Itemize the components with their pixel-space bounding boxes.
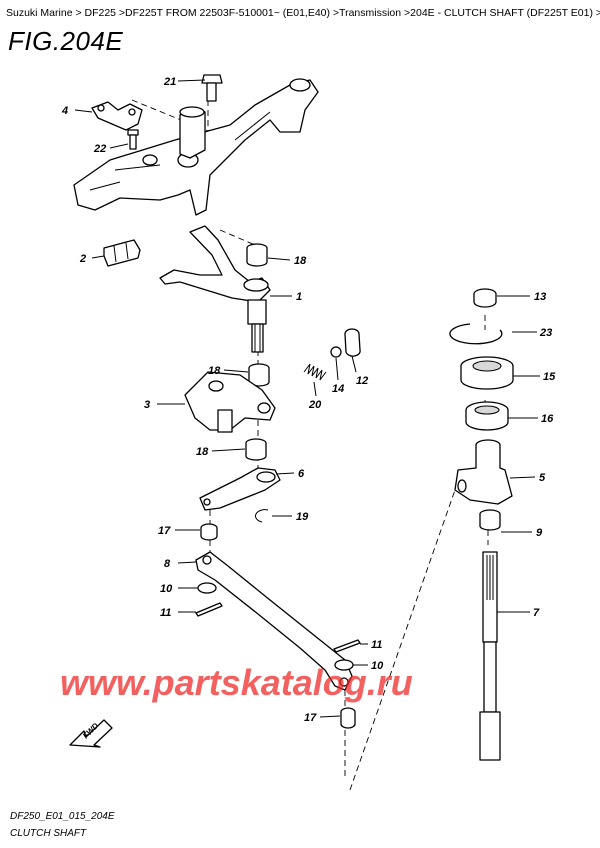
shift-bracket <box>73 78 319 216</box>
ball-14 <box>330 346 342 358</box>
callout-12: 12 <box>356 375 368 387</box>
callout-8: 8 <box>164 558 171 570</box>
callout-labels: 21 4 22 2 18 1 18 3 20 14 12 18 6 17 19 … <box>61 76 556 724</box>
bushing-17-lower <box>340 707 356 729</box>
fwd-arrow-icon: FWD <box>69 719 113 748</box>
screw-22 <box>127 129 139 150</box>
callout-20: 20 <box>308 399 322 411</box>
callout-14: 14 <box>332 383 344 395</box>
bushing-17-upper <box>200 523 218 541</box>
sleeve-12 <box>344 328 361 357</box>
callout-15: 15 <box>543 371 556 383</box>
callout-10-upper: 10 <box>160 583 173 595</box>
clutch-shaft-7 <box>479 551 501 761</box>
callout-11-lower: 11 <box>371 639 382 651</box>
callout-2: 2 <box>79 253 86 265</box>
shift-lever-1 <box>159 225 271 353</box>
callout-9: 9 <box>536 527 543 539</box>
callout-leaders <box>74 79 540 718</box>
callout-17-lower: 17 <box>304 712 317 724</box>
watermark: www.partskatalog.ru <box>60 662 413 703</box>
bushing-18-middle <box>248 363 270 387</box>
callout-13: 13 <box>534 291 546 303</box>
callout-6: 6 <box>298 468 305 480</box>
arm-6 <box>199 467 281 511</box>
callout-3: 3 <box>144 399 150 411</box>
circlip-23 <box>449 323 503 345</box>
clip-19 <box>255 509 269 523</box>
bushing-18-lower <box>245 438 267 461</box>
diagram-caption: CLUTCH SHAFT <box>10 828 87 839</box>
callout-19: 19 <box>296 511 309 523</box>
callout-22: 22 <box>93 143 106 155</box>
callout-16: 16 <box>541 413 554 425</box>
plug-13 <box>473 288 497 308</box>
callout-10-lower: 10 <box>371 660 384 672</box>
callout-1: 1 <box>296 291 302 303</box>
cotter-pin-11-upper <box>195 602 223 617</box>
callout-11-upper: 11 <box>160 607 171 619</box>
cam-5 <box>454 439 513 505</box>
washer-10-upper <box>197 582 217 594</box>
callout-5: 5 <box>539 472 546 484</box>
bolt-21 <box>201 74 223 102</box>
figure-title: FIG.204E <box>8 26 124 56</box>
spring-20 <box>303 363 327 381</box>
diagram-code: DF250_E01_015_204E <box>10 811 115 822</box>
bearing-15 <box>460 356 514 390</box>
bushing-9 <box>479 509 501 531</box>
callout-18-middle: 18 <box>208 365 221 377</box>
plate-4 <box>91 101 143 131</box>
bushing-18-upper <box>246 243 268 267</box>
clip-2 <box>103 239 141 267</box>
seal-16 <box>465 401 509 431</box>
callout-17-upper: 17 <box>158 525 171 537</box>
callout-18-lower: 18 <box>196 446 209 458</box>
cotter-pin-11-lower <box>333 639 361 653</box>
callout-18-upper: 18 <box>294 255 307 267</box>
callout-23: 23 <box>539 327 552 339</box>
housing-3 <box>184 371 276 433</box>
link-rod-8 <box>195 551 353 691</box>
callout-7: 7 <box>533 607 540 619</box>
callout-4: 4 <box>61 105 68 117</box>
callout-21: 21 <box>163 76 176 88</box>
breadcrumb: Suzuki Marine > DF225 >DF225T FROM 22503… <box>6 7 600 19</box>
